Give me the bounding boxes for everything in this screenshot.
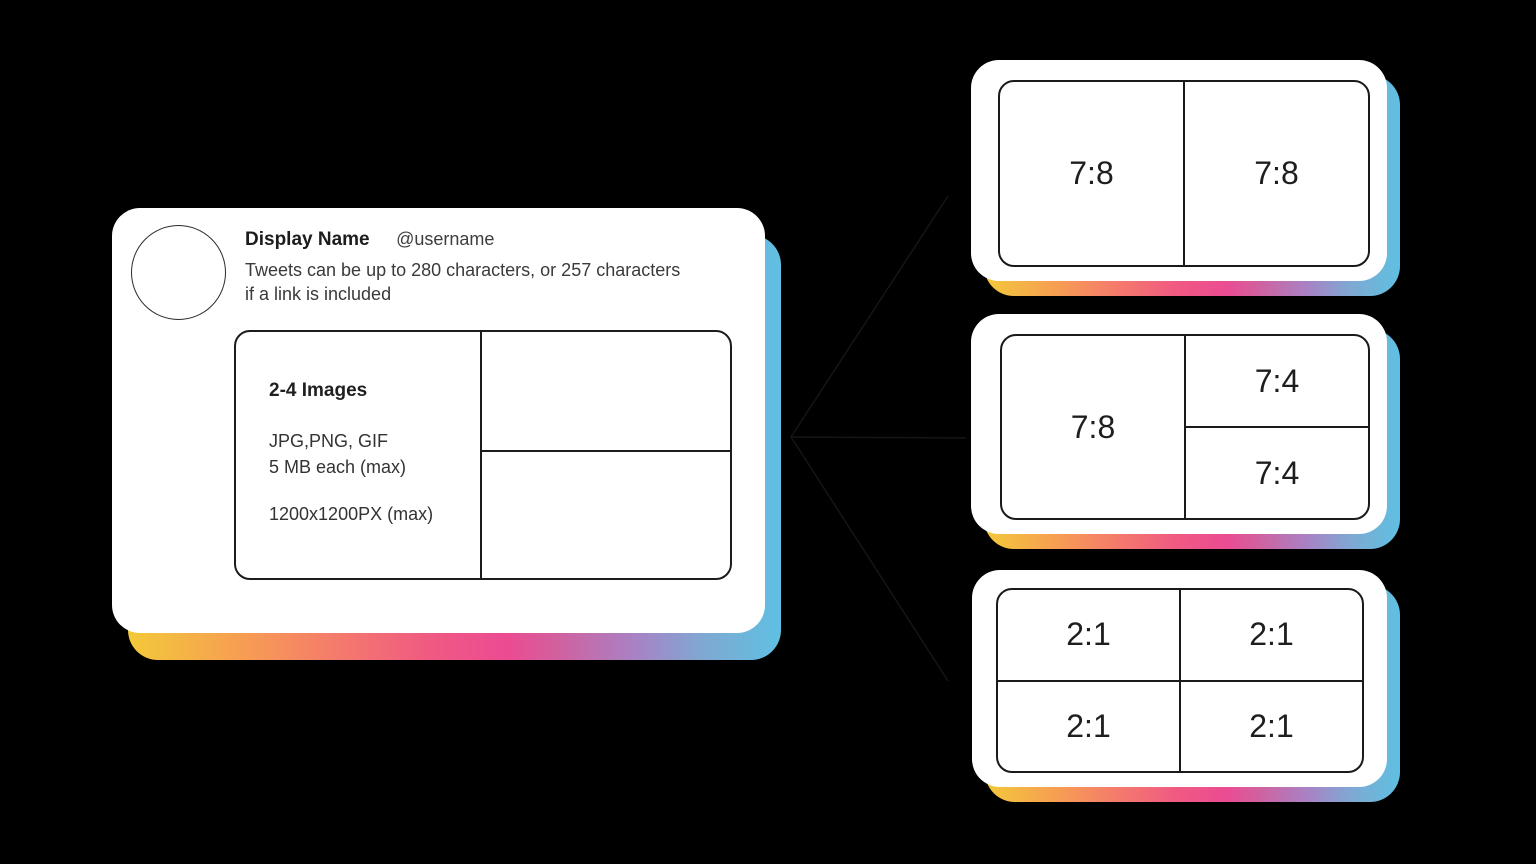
ratio-card-three-grid: 7:8 7:4 7:4 xyxy=(1000,334,1370,520)
connector-line-middle xyxy=(790,436,967,439)
ratio-cell: 7:8 xyxy=(1002,336,1186,518)
ratio-cell: 7:8 xyxy=(1000,82,1185,265)
image-specs-box: 2-4 Images JPG,PNG, GIF 5 MB each (max) … xyxy=(234,330,732,580)
tweet-body-line1: Tweets can be up to 280 characters, or 2… xyxy=(245,260,681,280)
tweet-card: Display Name @username Tweets can be up … xyxy=(112,208,781,660)
image-formats-label: JPG,PNG, GIF xyxy=(269,431,389,451)
image-placeholder-column xyxy=(482,332,730,578)
tweet-card-surface: Display Name @username Tweets can be up … xyxy=(112,208,765,633)
ratio-card-three-right-column: 7:4 7:4 xyxy=(1186,336,1368,518)
ratio-cell: 2:1 xyxy=(1181,590,1362,682)
connector-line-top xyxy=(790,195,949,438)
ratio-cell: 2:1 xyxy=(1066,707,1111,744)
tweet-header: Display Name @username xyxy=(245,229,494,251)
ratio-cell: 7:4 xyxy=(1186,336,1368,428)
ratio-card-two-images: 7:8 7:8 xyxy=(971,60,1400,296)
connector-line-bottom xyxy=(790,436,949,682)
ratio-cell: 2:1 xyxy=(1249,707,1294,744)
ratio-card-four-images: 2:1 2:1 2:1 2:1 xyxy=(972,570,1400,802)
username: @username xyxy=(396,229,495,249)
image-specs-pane: 2-4 Images JPG,PNG, GIF 5 MB each (max) … xyxy=(236,332,482,578)
ratio-card-four-left-column: 2:1 2:1 xyxy=(998,590,1181,771)
tweet-body-text: Tweets can be up to 280 characters, or 2… xyxy=(245,258,745,306)
display-name: Display Name xyxy=(245,229,370,250)
ratio-cell: 7:4 xyxy=(1254,454,1300,491)
image-count-label: 2-4 Images xyxy=(269,380,368,401)
ratio-card-three-surface: 7:8 7:4 7:4 xyxy=(971,314,1387,534)
image-dimensions-label: 1200x1200PX (max) xyxy=(269,504,434,524)
ratio-card-two-grid: 7:8 7:8 xyxy=(998,80,1370,267)
avatar xyxy=(131,225,226,320)
ratio-card-two-surface: 7:8 7:8 xyxy=(971,60,1387,281)
ratio-cell: 2:1 xyxy=(998,590,1179,682)
image-size-limit-label: 5 MB each (max) xyxy=(269,457,407,477)
image-placeholder-top xyxy=(482,332,730,452)
image-placeholder-bottom xyxy=(482,452,730,578)
ratio-card-four-grid: 2:1 2:1 2:1 2:1 xyxy=(996,588,1364,773)
ratio-card-three-images: 7:8 7:4 7:4 xyxy=(971,314,1400,549)
ratio-cell: 7:8 xyxy=(1254,155,1299,191)
tweet-body-line2: if a link is included xyxy=(245,284,392,304)
ratio-card-four-right-column: 2:1 2:1 xyxy=(1181,590,1362,771)
ratio-card-four-surface: 2:1 2:1 2:1 2:1 xyxy=(972,570,1387,787)
image-format-specs: JPG,PNG, GIF 5 MB each (max) xyxy=(269,428,406,480)
